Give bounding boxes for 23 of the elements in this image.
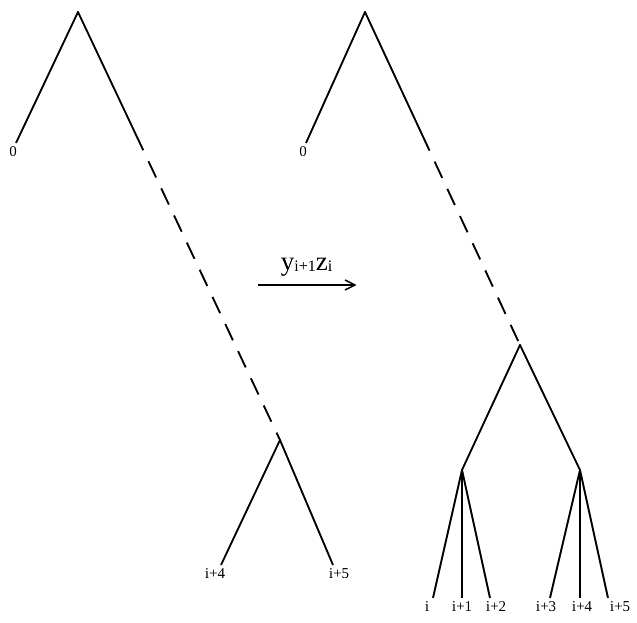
leaf-label: i+4: [204, 567, 226, 582]
tree-branch: [579, 470, 581, 598]
tree-branch: [579, 470, 609, 598]
tree-branch: [305, 12, 366, 144]
tree-branch: [549, 470, 581, 598]
leaf-label: 0: [9, 145, 17, 160]
tree-branch: [432, 470, 463, 598]
tree-branch: [461, 470, 463, 598]
leaf-label: i+1: [452, 600, 472, 615]
tree-branch: [279, 440, 334, 566]
leaf-label: i+5: [610, 600, 630, 615]
leaf-label: i+4: [572, 600, 592, 615]
tree-branch: [220, 440, 281, 566]
tree-branch: [461, 470, 491, 598]
tree-branch: [15, 12, 79, 144]
leaf-label: 0: [299, 145, 307, 160]
tree-branch: [461, 344, 521, 470]
leaf-label: i: [424, 600, 430, 615]
tree-branch: [519, 344, 581, 470]
tree-branch: [77, 12, 281, 440]
leaf-label: i+3: [536, 600, 556, 615]
leaf-label: i+2: [486, 600, 506, 615]
leaf-label: i+5: [328, 567, 350, 582]
